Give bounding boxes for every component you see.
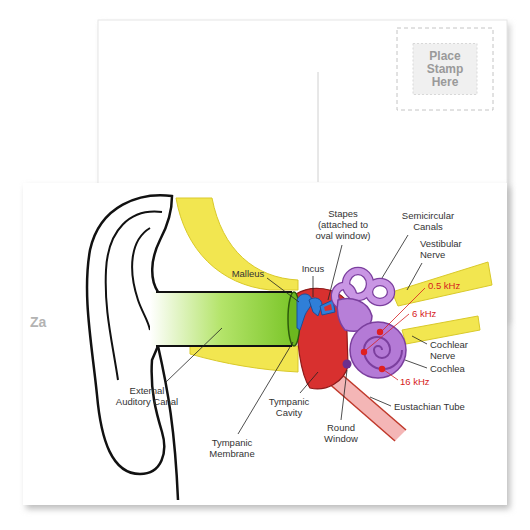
bone-region bbox=[190, 346, 298, 372]
antihelix-line bbox=[132, 228, 150, 330]
semicircular-canal bbox=[369, 282, 391, 302]
front-card bbox=[23, 183, 507, 505]
canal-wall bbox=[156, 291, 292, 293]
part-label: Cochlear Nerve bbox=[430, 339, 480, 361]
leader-line bbox=[341, 370, 347, 420]
frequency-dot bbox=[379, 366, 385, 372]
stamp-icon bbox=[413, 44, 477, 95]
bone-region bbox=[176, 198, 298, 290]
frequency-label: 6 kHz bbox=[412, 308, 452, 319]
leader-line bbox=[370, 397, 391, 406]
watermark-text: Za bbox=[30, 314, 70, 330]
frequency-leaders bbox=[366, 288, 425, 380]
leader-line bbox=[366, 314, 409, 350]
frequency-label: 0.5 kHz bbox=[428, 280, 478, 291]
part-label: Tympanic Membrane bbox=[204, 437, 260, 459]
part-label: Eustachian Tube bbox=[394, 401, 484, 412]
leader-line bbox=[328, 245, 342, 300]
leader-line bbox=[382, 235, 408, 278]
part-label: Semicircular Canals bbox=[398, 210, 458, 232]
leader-line bbox=[300, 372, 318, 393]
cochlea-shape bbox=[350, 322, 406, 378]
card-divider bbox=[318, 72, 319, 182]
leader-line bbox=[384, 370, 398, 380]
head-outline bbox=[158, 346, 178, 500]
frequency-label: 16 kHz bbox=[400, 376, 440, 387]
part-label: Tympanic Cavity bbox=[264, 396, 314, 418]
leader-line bbox=[313, 276, 314, 297]
part-label: Vestibular Nerve bbox=[420, 238, 475, 260]
leader-line bbox=[166, 328, 222, 382]
part-label: Cochlea bbox=[430, 363, 490, 374]
leader-line bbox=[405, 360, 427, 368]
stapes-hole bbox=[324, 304, 332, 311]
vestibular-nerve-shape bbox=[392, 262, 492, 306]
leader-line bbox=[267, 278, 299, 302]
part-label: Malleus bbox=[226, 268, 270, 279]
part-label: Round Window bbox=[318, 422, 364, 444]
semicircular-canal bbox=[369, 282, 391, 302]
leader-line bbox=[412, 336, 427, 344]
canal-wall bbox=[156, 345, 292, 347]
cochlea-spiral bbox=[364, 337, 402, 369]
frequency-dot bbox=[377, 329, 383, 335]
round-window-shape bbox=[343, 360, 352, 369]
leader-line bbox=[238, 342, 293, 434]
part-label: Stapes (attached to oval window) bbox=[314, 208, 372, 241]
leader-line bbox=[407, 263, 422, 290]
stamp-border bbox=[397, 28, 493, 110]
part-label: External Auditory Canal bbox=[113, 385, 181, 407]
stamp-box: Place Stamp Here bbox=[396, 27, 494, 111]
leader-lines bbox=[166, 235, 427, 434]
part-label: Incus bbox=[298, 263, 328, 274]
ear-canal bbox=[150, 292, 292, 346]
stamp-text: Place Stamp Here bbox=[419, 50, 471, 89]
